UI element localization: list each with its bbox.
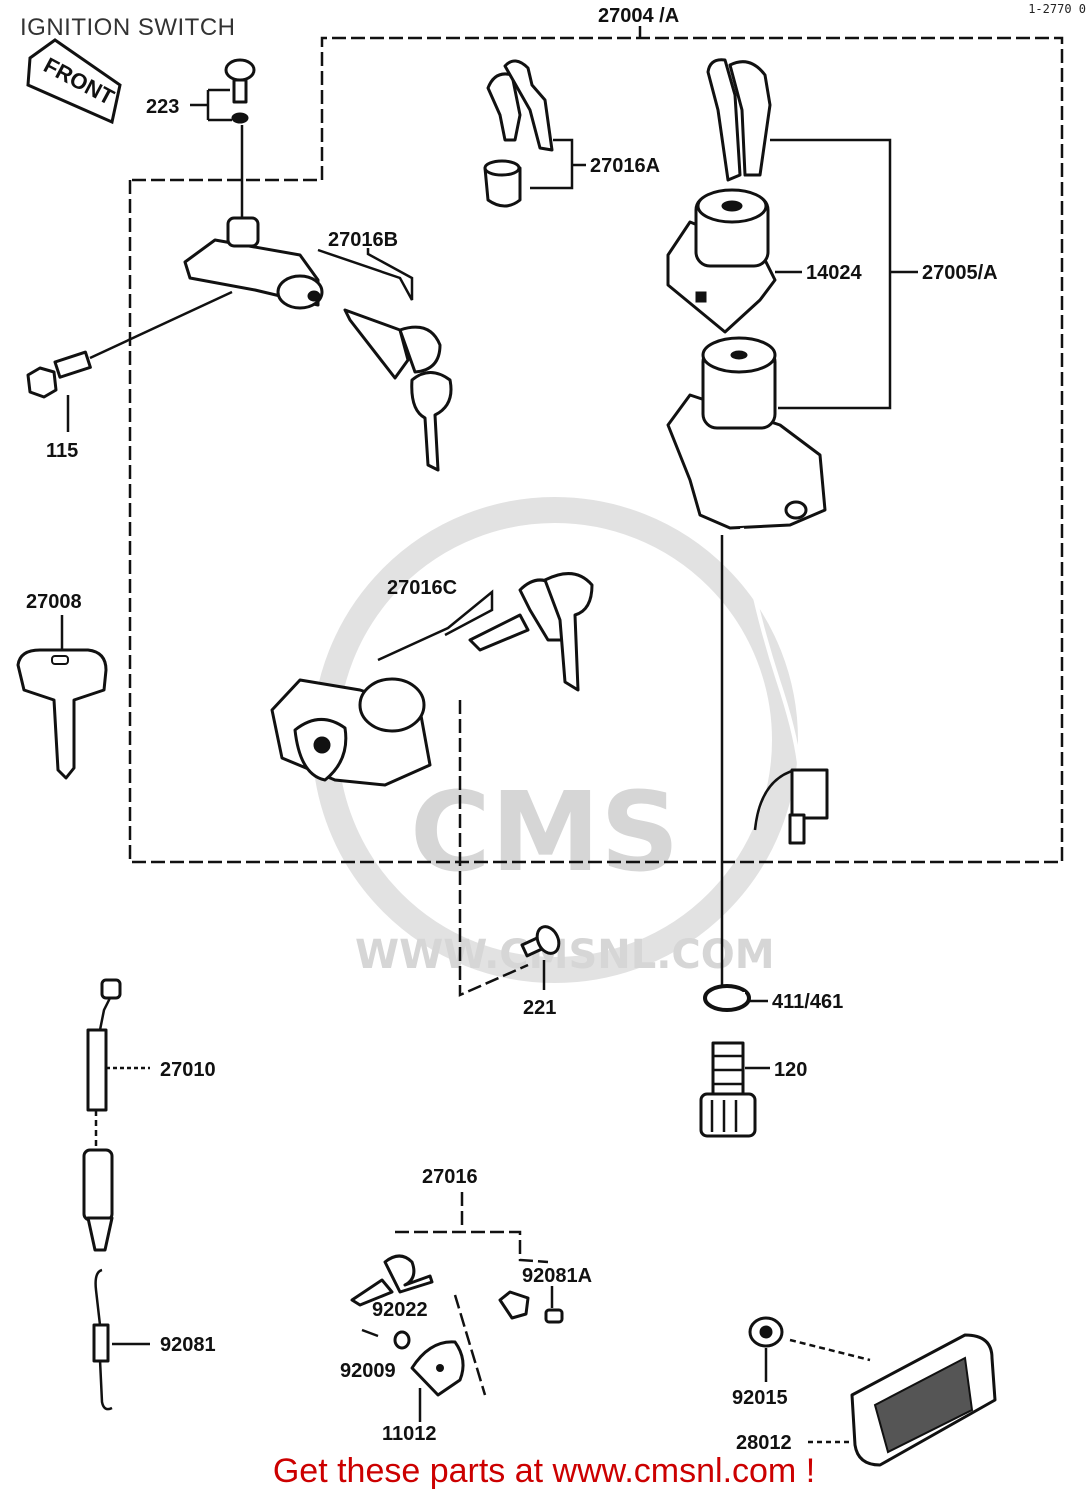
- label-27016B: 27016B: [328, 229, 398, 251]
- label-115: 115: [46, 440, 78, 462]
- lock-27016C: [270, 677, 432, 787]
- keys-27016B: [343, 308, 453, 472]
- label-92015: 92015: [732, 1387, 788, 1409]
- switch-27010: [82, 978, 122, 1252]
- spring-92081: [92, 1268, 113, 1411]
- watermark-url: WWW.CMSNL.COM: [355, 932, 775, 978]
- label-92009: 92009: [340, 1360, 396, 1382]
- label-27005: 27005/A: [922, 262, 998, 284]
- label-27008: 27008: [26, 591, 82, 613]
- label-27010: 27010: [160, 1059, 216, 1081]
- label-411: 411/461: [772, 991, 843, 1013]
- plate-11012: [410, 1340, 465, 1397]
- label-28012: 28012: [736, 1432, 792, 1454]
- label-92081A: 92081A: [522, 1265, 592, 1287]
- label-27016C: 27016C: [387, 577, 457, 599]
- label-92022: 92022: [372, 1299, 428, 1321]
- label-27004: 27004 /A: [598, 5, 679, 27]
- label-92081: 92081: [160, 1334, 216, 1356]
- watermark-brand: CMS: [410, 768, 679, 896]
- screw-92009: [361, 1328, 411, 1350]
- screw-221: [520, 925, 561, 958]
- reflector-28012: [850, 1333, 997, 1467]
- keys-92022: [350, 1254, 434, 1307]
- front-arrow-tag: FRONT: [26, 38, 122, 125]
- key-blank-27008: [16, 648, 108, 780]
- label-27016: 27016: [422, 1166, 478, 1188]
- cam-92081A: [498, 1290, 564, 1324]
- label-223: 223: [146, 96, 179, 118]
- wire-harness: [740, 527, 829, 845]
- keys-27016C: [468, 572, 594, 692]
- assembly-outline: [128, 36, 1064, 864]
- seat-lock-bracket: [183, 216, 324, 310]
- diagram-title: IGNITION SWITCH: [20, 14, 236, 41]
- switch-cover-14024: [666, 188, 777, 334]
- bolt-120: [699, 1041, 757, 1138]
- label-11012: 11012: [382, 1423, 437, 1445]
- keys-27016A: [483, 59, 554, 208]
- diagram-code: 1-2770 0: [1028, 2, 1086, 16]
- label-27016A: 27016A: [590, 155, 660, 177]
- watermark: CMS WWW.CMSNL.COM: [312, 497, 798, 983]
- ignition-switch-27005: [666, 336, 827, 530]
- screw-223: [224, 58, 256, 124]
- label-14024: 14024: [806, 262, 862, 284]
- keys-ignition: [706, 58, 772, 182]
- footer-cta[interactable]: Get these parts at www.cmsnl.com !: [272, 1452, 816, 1490]
- bolt-115: [26, 350, 92, 399]
- label-221: 221: [523, 997, 556, 1019]
- washer-411: [703, 984, 751, 1012]
- collar-92015: [748, 1316, 784, 1348]
- label-120: 120: [774, 1059, 807, 1081]
